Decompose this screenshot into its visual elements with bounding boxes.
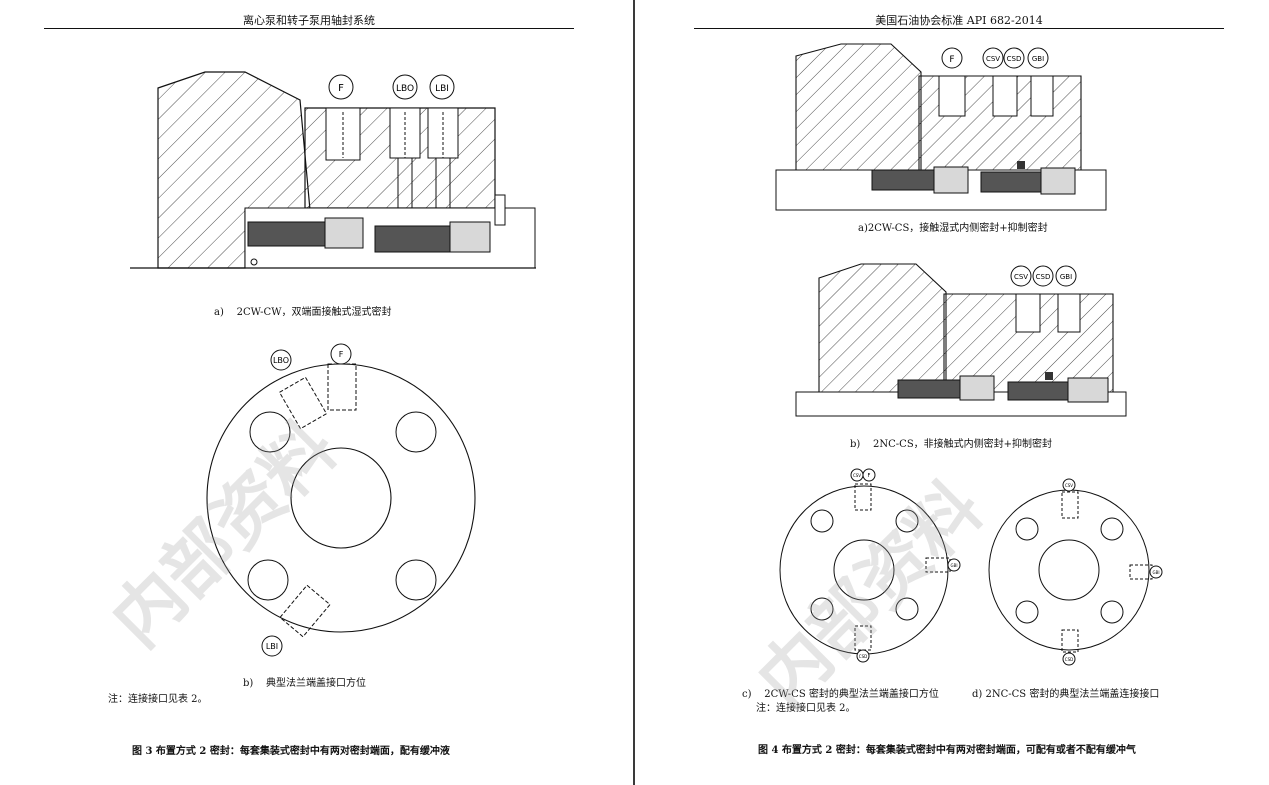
left-page: 离心泵和转子泵用轴封系统 xyxy=(0,0,634,785)
port-label-gbi: GBI xyxy=(1032,55,1044,63)
left-fig-a-caption: a) 2CW-CW，双端面接触式湿式密封 xyxy=(214,303,391,318)
left-page-header: 离心泵和转子泵用轴封系统 xyxy=(243,14,375,27)
right-fig-a-caption: a)2CW-CS，接触湿式内侧密封+抑制密封 xyxy=(858,223,1048,234)
right-figure-title: 图 4 布置方式 2 密封：每套集装式密封中有两对密封端面，可配有或者不配有缓冲… xyxy=(758,745,1136,756)
port-label-f: F xyxy=(339,350,344,359)
left-seal-section-drawing xyxy=(130,71,536,269)
port-label-csv: CSV xyxy=(986,55,1000,63)
right-fig-cd-port-labels: CSV F GBI CSD CSV GBI CSD xyxy=(853,473,1160,662)
port-label-csv: CSV xyxy=(1065,483,1073,488)
left-flange-gland-drawing xyxy=(206,343,476,657)
port-label-gbi: GBI xyxy=(1152,570,1159,575)
left-header-rule xyxy=(44,28,574,29)
right-fig-d-caption-text: 2NC-CS 密封的典型法兰端盖连接接口 xyxy=(985,689,1160,700)
left-fig-a-port-labels: F LBO LBI xyxy=(338,83,449,94)
left-note: 注：连接接口见表 2。 xyxy=(108,694,208,705)
port-label-lbi: LBI xyxy=(266,642,278,651)
left-fig-b-caption-text: 典型法兰端盖接口方位 xyxy=(266,678,367,689)
right-fig-b-port-labels: CSV CSD GBI xyxy=(1014,273,1072,281)
port-label-f: F xyxy=(338,83,344,94)
right-fig-d-caption-label: d) xyxy=(972,689,983,700)
port-label-lbo: LBO xyxy=(273,356,289,365)
right-flange-glands-drawing xyxy=(779,468,1163,666)
port-label-csv: CSV xyxy=(1014,273,1028,281)
port-label-csd: CSD xyxy=(1007,55,1022,63)
right-seal-section-a-drawing xyxy=(775,43,1107,211)
port-label-f: F xyxy=(868,473,871,479)
left-fig-b-port-labels: LBO F LBI xyxy=(266,350,344,651)
port-label-csv: CSV xyxy=(853,473,861,478)
right-fig-d-caption: d) 2NC-CS 密封的典型法兰端盖连接接口 xyxy=(972,685,1159,700)
port-label-csd: CSD xyxy=(1036,273,1051,281)
port-label-csd: CSD xyxy=(1065,657,1073,662)
left-fig-a-caption-text: 2CW-CW，双端面接触式湿式密封 xyxy=(236,307,392,318)
left-fig-a-caption-label: a) xyxy=(214,307,224,318)
right-fig-c-caption: c) 2CW-CS 密封的典型法兰端盖接口方位 xyxy=(742,685,939,700)
right-note: 注：连接接口见表 2。 xyxy=(756,703,856,714)
right-header-rule xyxy=(694,28,1224,29)
right-fig-b-caption-text: 2NC-CS，非接触式内侧密封+抑制密封 xyxy=(873,439,1053,450)
right-fig-c-caption-label: c) xyxy=(742,689,752,700)
right-fig-c-caption-text: 2CW-CS 密封的典型法兰端盖接口方位 xyxy=(764,689,939,700)
port-label-lbi: LBI xyxy=(435,84,449,94)
right-fig-b-caption-label: b) xyxy=(850,439,861,450)
port-label-csd: CSD xyxy=(859,654,867,659)
right-fig-b-caption: b) 2NC-CS，非接触式内侧密封+抑制密封 xyxy=(850,435,1052,450)
port-label-gbi: GBI xyxy=(1060,273,1072,281)
left-fig-b-caption: b) 典型法兰端盖接口方位 xyxy=(243,674,366,689)
left-fig-b-caption-label: b) xyxy=(243,678,254,689)
page-divider xyxy=(633,0,635,785)
right-page: 美国石油协会标准 API 682-2014 F CSV CSD GBI a)2C… xyxy=(636,0,1269,785)
port-label-lbo: LBO xyxy=(396,84,414,94)
port-label-gbi: GBI xyxy=(950,563,957,568)
left-figure-title: 图 3 布置方式 2 密封：每套集装式密封中有两对密封端面，配有缓冲液 xyxy=(132,746,450,757)
right-seal-section-b-drawing xyxy=(795,263,1127,417)
right-page-header: 美国石油协会标准 API 682-2014 xyxy=(875,14,1043,27)
right-fig-a-port-labels: F CSV CSD GBI xyxy=(949,55,1044,65)
port-label-f: F xyxy=(949,55,954,65)
